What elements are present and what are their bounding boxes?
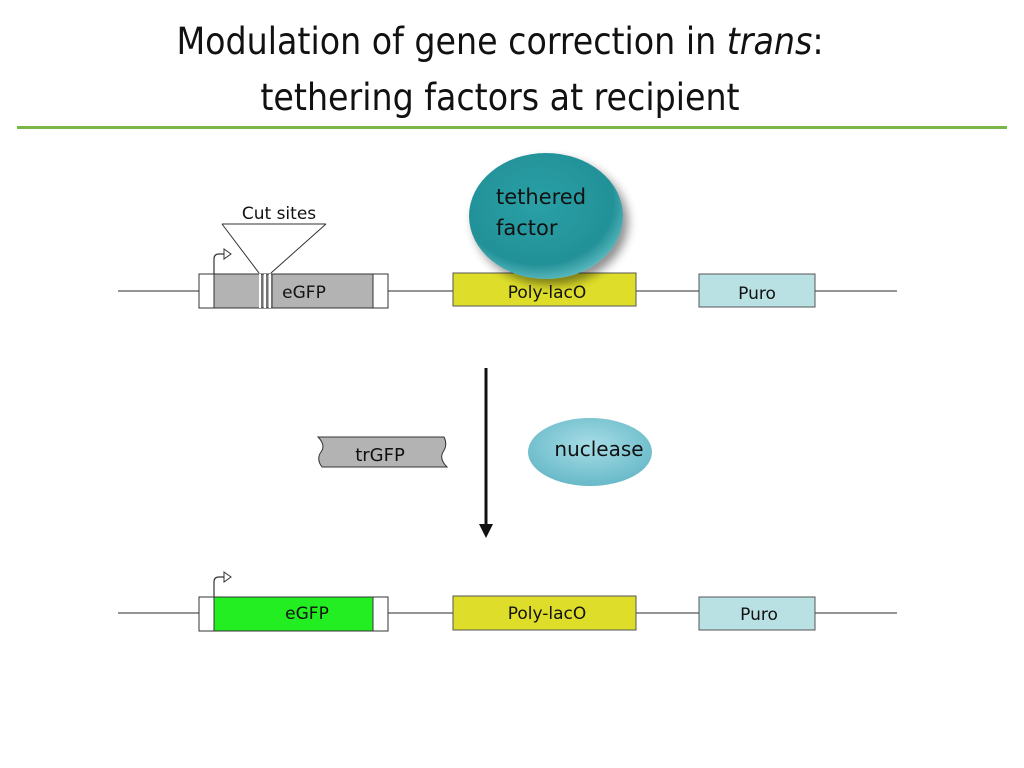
top-polylaco-label: Poly-lacO bbox=[508, 283, 587, 303]
title-divider bbox=[17, 126, 1007, 129]
title-italic-word: trans bbox=[726, 20, 813, 63]
slide-title: Modulation of gene correction in trans: … bbox=[0, 14, 1000, 126]
cut-sites-callout-left bbox=[221, 223, 260, 274]
bottom-polylaco-label: Poly-lacO bbox=[508, 604, 587, 624]
title-line-1: Modulation of gene correction in trans: bbox=[0, 14, 1000, 70]
process-arrow-icon bbox=[479, 524, 493, 538]
top-egfp-label: eGFP bbox=[282, 283, 326, 303]
trgfp-donor-shape bbox=[316, 436, 449, 468]
top-egfp-box bbox=[213, 273, 374, 309]
title-line-2: tethering factors at recipient bbox=[260, 76, 740, 119]
top-construct: eGFP Cut sites Poly-lacO Puro tethered f… bbox=[118, 153, 897, 309]
nuclease-shape bbox=[528, 418, 652, 486]
tethered-factor-shape bbox=[469, 153, 623, 279]
bottom-polylaco-box bbox=[452, 595, 637, 631]
bottom-egfp-label: eGFP bbox=[285, 604, 329, 624]
cut-sites-label: Cut sites bbox=[242, 204, 316, 224]
cut-sites-callout-right bbox=[270, 223, 327, 274]
bottom-egfp-box bbox=[213, 596, 374, 632]
bottom-promoter-arrowhead-icon bbox=[223, 571, 232, 583]
nuclease-label: nuclease bbox=[554, 437, 643, 461]
title-line-1-end: : bbox=[812, 20, 824, 63]
bottom-construct: eGFP Poly-lacO Puro bbox=[118, 571, 897, 632]
bottom-promoter-arrow-icon bbox=[213, 576, 226, 597]
bottom-puro-label: Puro bbox=[740, 605, 778, 625]
title-line-1-main: Modulation of gene correction in bbox=[176, 20, 727, 63]
trgfp-label: trGFP bbox=[355, 445, 405, 466]
top-promoter-arrow-icon bbox=[213, 253, 226, 274]
bottom-puro-box bbox=[698, 596, 816, 631]
middle-section: trGFP nuclease bbox=[316, 368, 652, 538]
tethered-factor-label-2: factor bbox=[496, 216, 558, 240]
tethered-factor-label-1: tethered bbox=[496, 185, 586, 209]
top-puro-label: Puro bbox=[738, 284, 776, 304]
top-puro-box bbox=[698, 273, 816, 308]
top-promoter-arrowhead-icon bbox=[223, 248, 232, 260]
